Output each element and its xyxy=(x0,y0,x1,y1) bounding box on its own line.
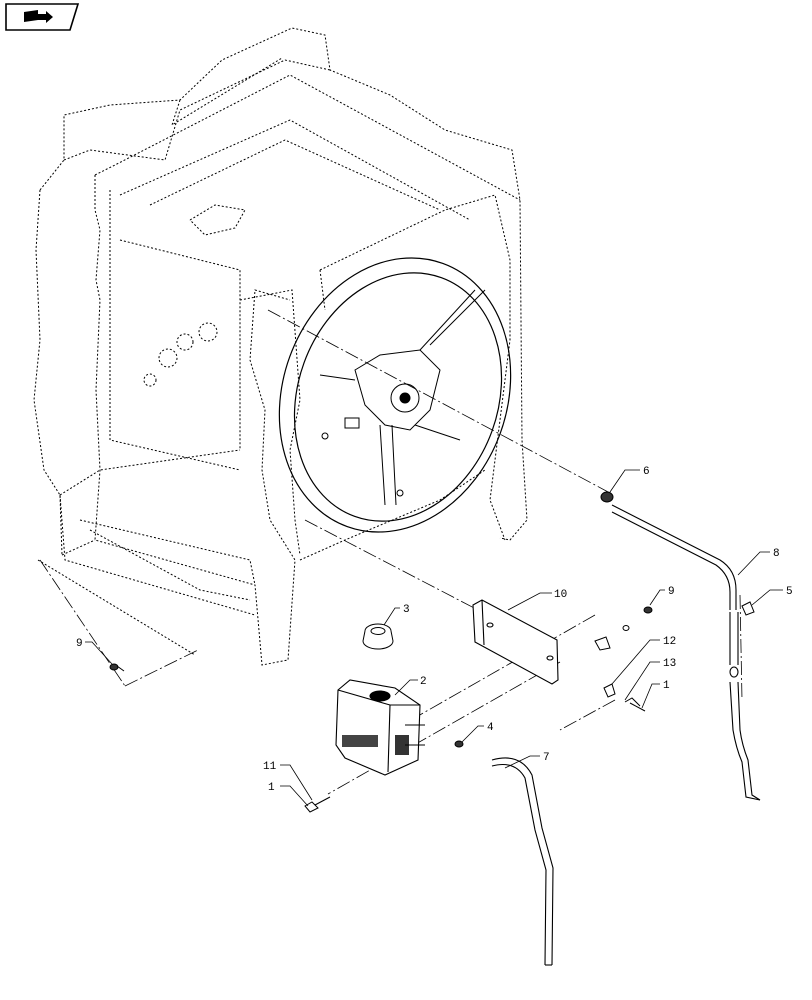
callout-labels: 6 8 5 10 9 3 2 12 13 1 4 7 11 1 9 xyxy=(76,466,793,794)
part-bracket xyxy=(472,599,559,685)
fan-hub xyxy=(319,289,486,506)
callout-3: 3 xyxy=(403,604,410,616)
callout-1-left: 1 xyxy=(268,782,275,794)
callout-1-right: 1 xyxy=(663,680,670,692)
callout-8: 8 xyxy=(773,548,780,560)
callout-9-left: 9 xyxy=(76,638,83,650)
callout-2: 2 xyxy=(420,676,427,688)
leader-lines xyxy=(85,469,783,807)
fan-shroud xyxy=(278,257,512,533)
callout-7: 7 xyxy=(543,752,550,764)
fasteners xyxy=(109,491,755,813)
callout-13: 13 xyxy=(663,658,676,670)
callout-10: 10 xyxy=(554,589,567,601)
nav-button[interactable] xyxy=(5,3,80,31)
callout-5: 5 xyxy=(786,586,793,598)
hoses xyxy=(491,504,761,966)
callout-12: 12 xyxy=(663,636,676,648)
assembly-centerlines xyxy=(39,309,743,795)
part-cap xyxy=(362,623,394,650)
callout-9-right: 9 xyxy=(668,586,675,598)
book-arrow-icon xyxy=(24,10,53,23)
part-reservoir-tank xyxy=(335,679,425,776)
cooler-frame xyxy=(33,27,528,666)
callout-4: 4 xyxy=(487,722,494,734)
callout-11: 11 xyxy=(263,761,277,773)
callout-6: 6 xyxy=(643,466,650,478)
